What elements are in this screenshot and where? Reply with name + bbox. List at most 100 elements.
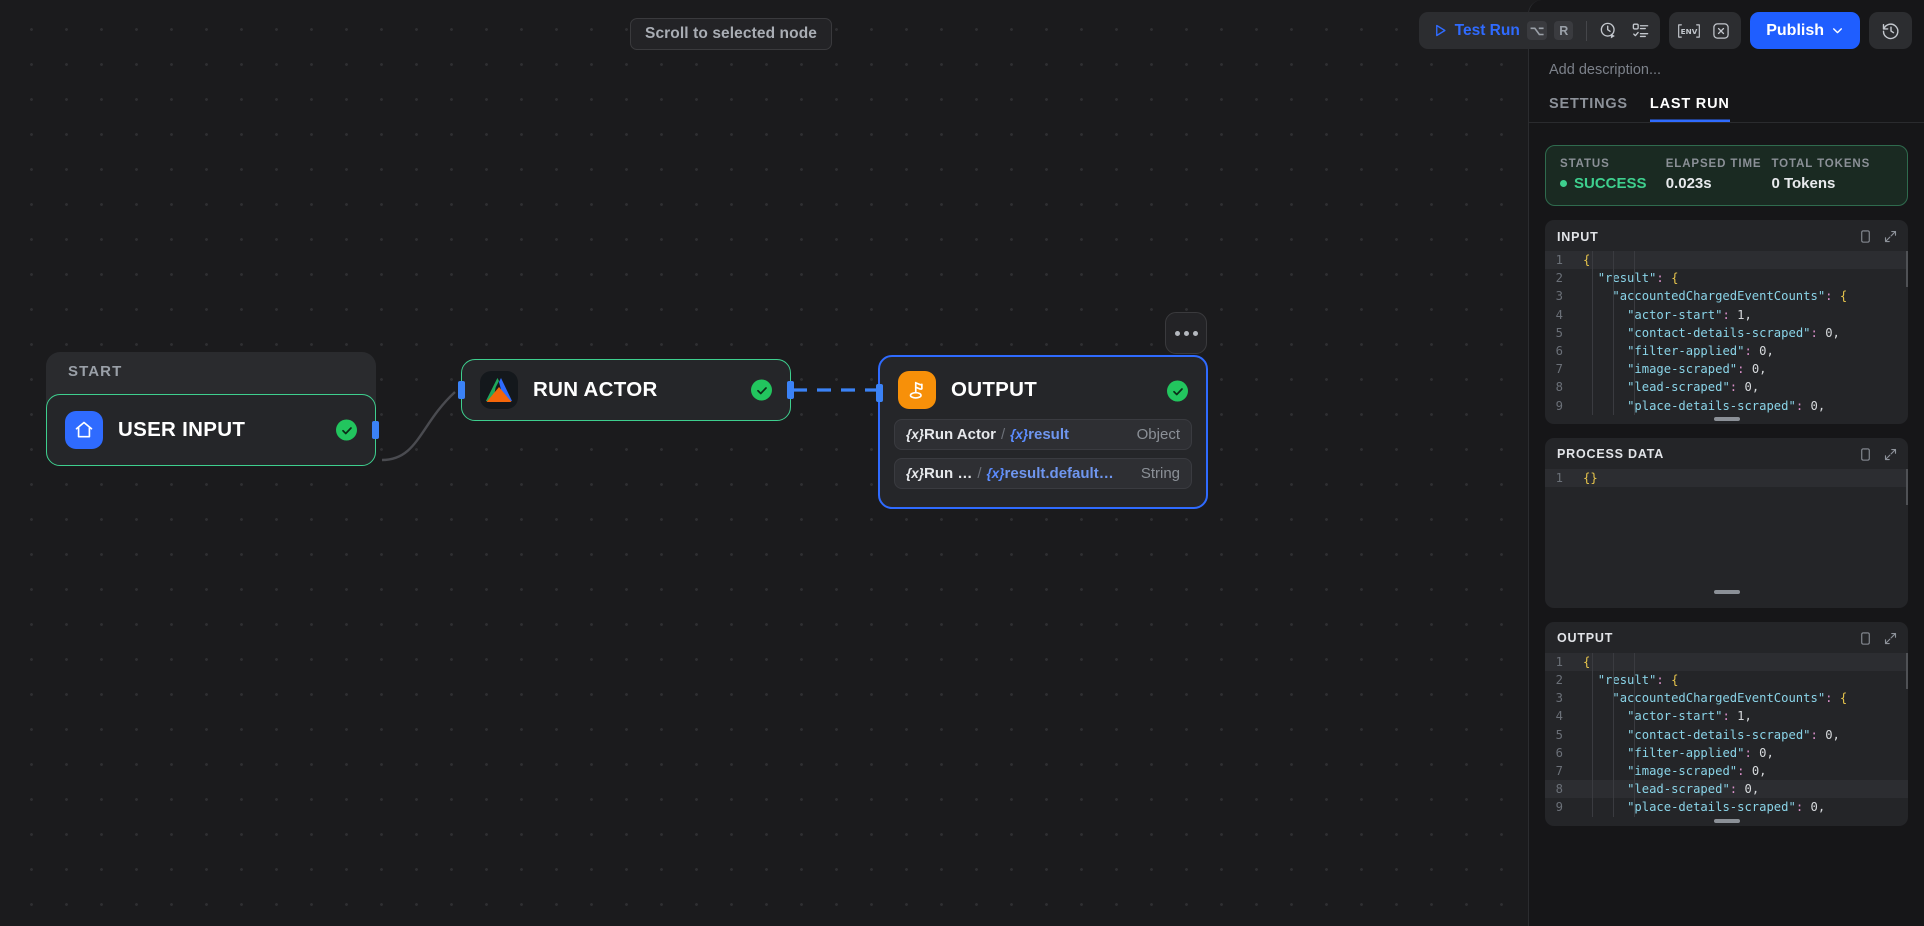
test-run-button[interactable]: Test Run ⌥ R xyxy=(1423,21,1582,40)
status-badge-success xyxy=(751,379,772,401)
expand-icon[interactable] xyxy=(1883,229,1898,244)
node-input-port[interactable] xyxy=(458,381,465,399)
expand-icon[interactable] xyxy=(1883,447,1898,462)
x-boxed-icon[interactable] xyxy=(1705,16,1737,46)
tokens-column: TOTAL TOKENS 0 Tokens xyxy=(1771,158,1893,192)
code-block-input: INPUT 1{2 "result": {3 "accountedCharged… xyxy=(1545,220,1908,424)
publish-button[interactable]: Publish xyxy=(1750,12,1860,49)
line-text: "filter-applied": 0, xyxy=(1627,745,1774,760)
elapsed-label: ELAPSED TIME xyxy=(1665,158,1762,170)
history-button[interactable] xyxy=(1869,12,1912,49)
line-number: 2 xyxy=(1555,271,1563,286)
code-body[interactable]: 1{2 "result": {3 "accountedChargedEventC… xyxy=(1545,251,1908,424)
scroll-to-selected-node-button[interactable]: Scroll to selected node xyxy=(630,18,832,50)
code-block-actions xyxy=(1858,447,1898,462)
line-number: 1 xyxy=(1555,654,1563,669)
tab-settings[interactable]: SETTINGS xyxy=(1549,96,1628,112)
tab-last-run[interactable]: LAST RUN xyxy=(1650,96,1730,122)
toolbar-divider xyxy=(1586,20,1588,41)
code-lines: 1{2 "result": {3 "accountedChargedEventC… xyxy=(1545,652,1908,817)
schedule-icon[interactable] xyxy=(1592,16,1624,46)
checklist-icon[interactable] xyxy=(1624,16,1656,46)
env-variables-icon[interactable]: ENV xyxy=(1673,16,1705,46)
code-horizontal-scrollbar[interactable] xyxy=(1713,590,1740,594)
line-number: 3 xyxy=(1555,691,1563,706)
code-block-header: PROCESS DATA xyxy=(1545,438,1908,469)
code-lines: 1{2 "result": {3 "accountedChargedEventC… xyxy=(1545,251,1908,415)
env-group: ENV xyxy=(1669,12,1742,49)
code-line: 6 "filter-applied": 0, xyxy=(1545,342,1908,360)
code-line: 7 "image-scraped": 0, xyxy=(1545,762,1908,780)
top-toolbar: Test Run ⌥ R ENV xyxy=(1418,12,1912,49)
expand-icon[interactable] xyxy=(1883,631,1898,646)
node-title: RUN ACTOR xyxy=(533,378,658,401)
code-body[interactable]: 1{2 "result": {3 "accountedChargedEventC… xyxy=(1545,652,1908,826)
code-line: 6 "filter-applied": 0, xyxy=(1545,744,1908,762)
details-panel: Output Add description... SETTINGS LAST … xyxy=(1528,0,1924,926)
line-number: 7 xyxy=(1555,362,1563,377)
output-row-separator: / xyxy=(1000,426,1006,443)
code-line: 1{} xyxy=(1545,468,1908,488)
elapsed-value: 0.023s xyxy=(1665,175,1712,192)
code-vertical-scrollbar[interactable] xyxy=(1905,251,1908,287)
line-text: "image-scraped": 0, xyxy=(1627,764,1767,779)
node-run-actor[interactable]: RUN ACTOR xyxy=(458,359,794,421)
history-clock-icon xyxy=(1882,22,1898,39)
node-group-start: START USER INPUT xyxy=(46,352,379,466)
code-line: 9 "place-details-scraped": 0, xyxy=(1545,397,1908,415)
line-number: 5 xyxy=(1555,325,1563,340)
output-row-source: Run … xyxy=(924,465,973,482)
copy-icon[interactable] xyxy=(1858,447,1873,462)
code-horizontal-scrollbar[interactable] xyxy=(1713,417,1740,421)
output-flag-icon xyxy=(898,371,936,409)
line-text: "actor-start": 1, xyxy=(1627,307,1752,322)
output-row-separator: / xyxy=(977,465,982,482)
line-text: "accountedChargedEventCounts": { xyxy=(1612,691,1848,706)
more-dot xyxy=(1192,330,1198,336)
line-number: 9 xyxy=(1555,800,1563,815)
shortcut-key: R xyxy=(1554,21,1574,40)
code-body[interactable]: 1{} xyxy=(1545,468,1908,597)
copy-icon[interactable] xyxy=(1858,229,1873,244)
line-text: "place-details-scraped": 0, xyxy=(1627,800,1826,815)
code-block-output: OUTPUT 1{2 "result": {3 "accountedCharge… xyxy=(1545,621,1908,826)
status-badge-success xyxy=(336,419,357,441)
code-line: 1{ xyxy=(1545,652,1908,672)
node-more-menu-button[interactable] xyxy=(1165,312,1207,354)
output-field-row[interactable]: {x} Run Actor / {x} result Object xyxy=(894,419,1192,450)
tokens-label: TOTAL TOKENS xyxy=(1771,158,1871,170)
test-run-group: Test Run ⌥ R xyxy=(1418,12,1661,49)
node-input-port[interactable] xyxy=(876,384,883,402)
line-number: 2 xyxy=(1555,673,1563,688)
workflow-canvas[interactable]: Scroll to selected node START USER INPUT xyxy=(0,0,1530,926)
status-label: STATUS xyxy=(1560,158,1610,170)
line-text: "filter-applied": 0, xyxy=(1627,344,1774,359)
code-vertical-scrollbar[interactable] xyxy=(1905,652,1908,689)
line-text: "image-scraped": 0, xyxy=(1627,362,1767,377)
line-number: 5 xyxy=(1555,727,1563,742)
line-number: 9 xyxy=(1555,398,1563,413)
output-field-row[interactable]: {x} Run … / {x} result.default… String xyxy=(894,458,1192,489)
line-text: "result": { xyxy=(1597,271,1679,286)
output-row-type: Object xyxy=(1136,426,1180,443)
code-line: 9 "place-details-scraped": 0, xyxy=(1545,798,1908,816)
code-lines: 1{} xyxy=(1545,468,1908,488)
node-output-port[interactable] xyxy=(787,381,794,399)
code-line: 2 "result": { xyxy=(1545,269,1908,287)
line-text: "accountedChargedEventCounts": { xyxy=(1612,289,1848,304)
edge-userinput-to-runactor xyxy=(381,391,456,462)
code-vertical-scrollbar[interactable] xyxy=(1905,468,1908,505)
node-output-port[interactable] xyxy=(372,421,379,439)
node-output[interactable]: OUTPUT {x} Run Actor / {x} result Object… xyxy=(876,355,1208,509)
copy-icon[interactable] xyxy=(1858,631,1873,646)
line-number: 3 xyxy=(1555,289,1563,304)
code-horizontal-scrollbar[interactable] xyxy=(1713,819,1740,823)
description-input[interactable]: Add description... xyxy=(1549,62,1662,78)
node-user-input[interactable]: USER INPUT xyxy=(46,394,379,466)
publish-label: Publish xyxy=(1766,21,1824,39)
more-dot xyxy=(1174,330,1180,336)
panel-tabs: SETTINGS LAST RUN xyxy=(1529,78,1924,123)
expression-icon: {x} xyxy=(986,466,1005,481)
output-row-path: result.default… xyxy=(1004,465,1114,482)
status-value: SUCCESS xyxy=(1560,175,1666,192)
